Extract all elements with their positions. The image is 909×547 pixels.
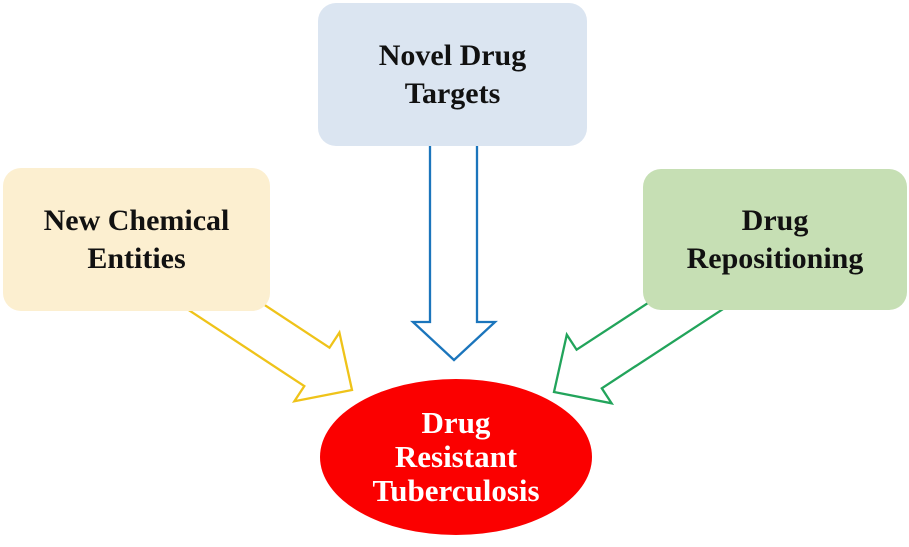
node-drug-resistant-tuberculosis-label: Drug Resistant Tuberculosis	[372, 404, 540, 509]
node-new-chemical-entities: New Chemical Entities	[3, 168, 270, 311]
down-block-arrow-icon	[410, 138, 498, 362]
node-drug-repositioning-label: Drug Repositioning	[686, 204, 864, 275]
node-novel-drug-targets: Novel Drug Targets	[318, 3, 587, 146]
node-drug-repositioning: Drug Repositioning	[643, 169, 907, 310]
node-drug-resistant-tuberculosis: Drug Resistant Tuberculosis	[320, 379, 592, 535]
node-novel-drug-targets-label: Novel Drug Targets	[378, 39, 527, 110]
node-new-chemical-entities-label: New Chemical Entities	[43, 204, 230, 275]
